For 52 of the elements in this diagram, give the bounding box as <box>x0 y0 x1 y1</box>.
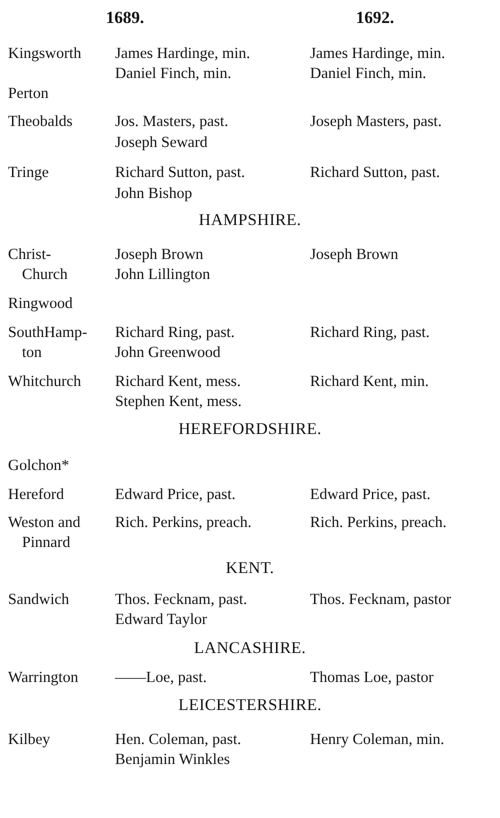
minister-entry: Hen. Coleman, past. <box>115 730 242 750</box>
minister-entry: Edward Taylor <box>115 610 208 630</box>
minister-entry: Edward Price, past. <box>115 485 236 505</box>
place-name: Sandwich <box>8 590 70 610</box>
minister-entry: John Lillington <box>115 265 210 285</box>
minister-entry: Thos. Fecknam, pastor <box>310 590 452 610</box>
county-heading: HAMPSHIRE. <box>198 210 302 230</box>
place-name: Kingsworth <box>8 44 82 64</box>
place-name: Kilbey <box>8 730 52 750</box>
minister-entry: Rich. Perkins, preach. <box>310 513 446 533</box>
year-heading: 1689. <box>106 8 144 28</box>
minister-entry: Edward Price, past. <box>310 485 431 505</box>
place-name: Weston and Pinnard <box>8 513 82 553</box>
minister-entry: James Hardinge, min. <box>310 44 446 64</box>
place-name: Whitchurch <box>8 372 82 392</box>
minister-entry: Thos. Fecknam, past. <box>115 590 248 610</box>
minister-entry: Benjamin Winkles <box>115 750 230 770</box>
place-name: Theobalds <box>8 112 74 132</box>
minister-entry: Daniel Finch, min. <box>310 64 426 84</box>
minister-entry: Thomas Loe, pastor <box>310 668 434 688</box>
minister-entry: ——Loe, past. <box>115 668 207 688</box>
minister-entry: Daniel Finch, min. <box>115 64 232 84</box>
place-name: Perton <box>8 84 50 104</box>
place-name: Tringe <box>8 163 50 183</box>
minister-entry: Joseph Brown <box>115 245 204 265</box>
county-heading: LANCASHIRE. <box>193 638 307 658</box>
minister-entry: Jos. Masters, past. <box>115 112 228 132</box>
place-name: SouthHamp- ton <box>8 323 88 363</box>
place-name: Warrington <box>8 668 80 688</box>
year-heading: 1692. <box>356 8 394 28</box>
county-heading: KENT. <box>224 558 276 578</box>
minister-entry: Richard Kent, mess. <box>115 372 241 392</box>
place-name: Hereford <box>8 485 65 505</box>
place-name: Ringwood <box>8 294 74 314</box>
minister-entry: Richard Kent, min. <box>310 372 429 392</box>
minister-entry: Richard Sutton, past. <box>310 163 440 183</box>
minister-entry: Stephen Kent, mess. <box>115 392 242 412</box>
minister-entry: Richard Ring, past. <box>310 323 430 343</box>
minister-entry: Joseph Seward <box>115 133 208 153</box>
minister-entry: Henry Coleman, min. <box>310 730 444 750</box>
minister-entry: Richard Ring, past. <box>115 323 235 343</box>
minister-entry: Richard Sutton, past. <box>115 163 246 183</box>
minister-entry: James Hardinge, min. <box>115 44 250 64</box>
minister-entry: John Bishop <box>115 184 192 204</box>
county-heading: LEICESTERSHIRE. <box>177 695 323 715</box>
place-name: Golchon* <box>8 456 70 476</box>
minister-entry: Rich. Perkins, preach. <box>115 513 252 533</box>
place-name: Christ- Church <box>8 245 69 285</box>
county-heading: HEREFORDSHIRE. <box>177 419 323 439</box>
minister-entry: Joseph Masters, past. <box>310 112 442 132</box>
minister-entry: Joseph Brown <box>310 245 398 265</box>
minister-entry: John Greenwood <box>115 343 220 363</box>
